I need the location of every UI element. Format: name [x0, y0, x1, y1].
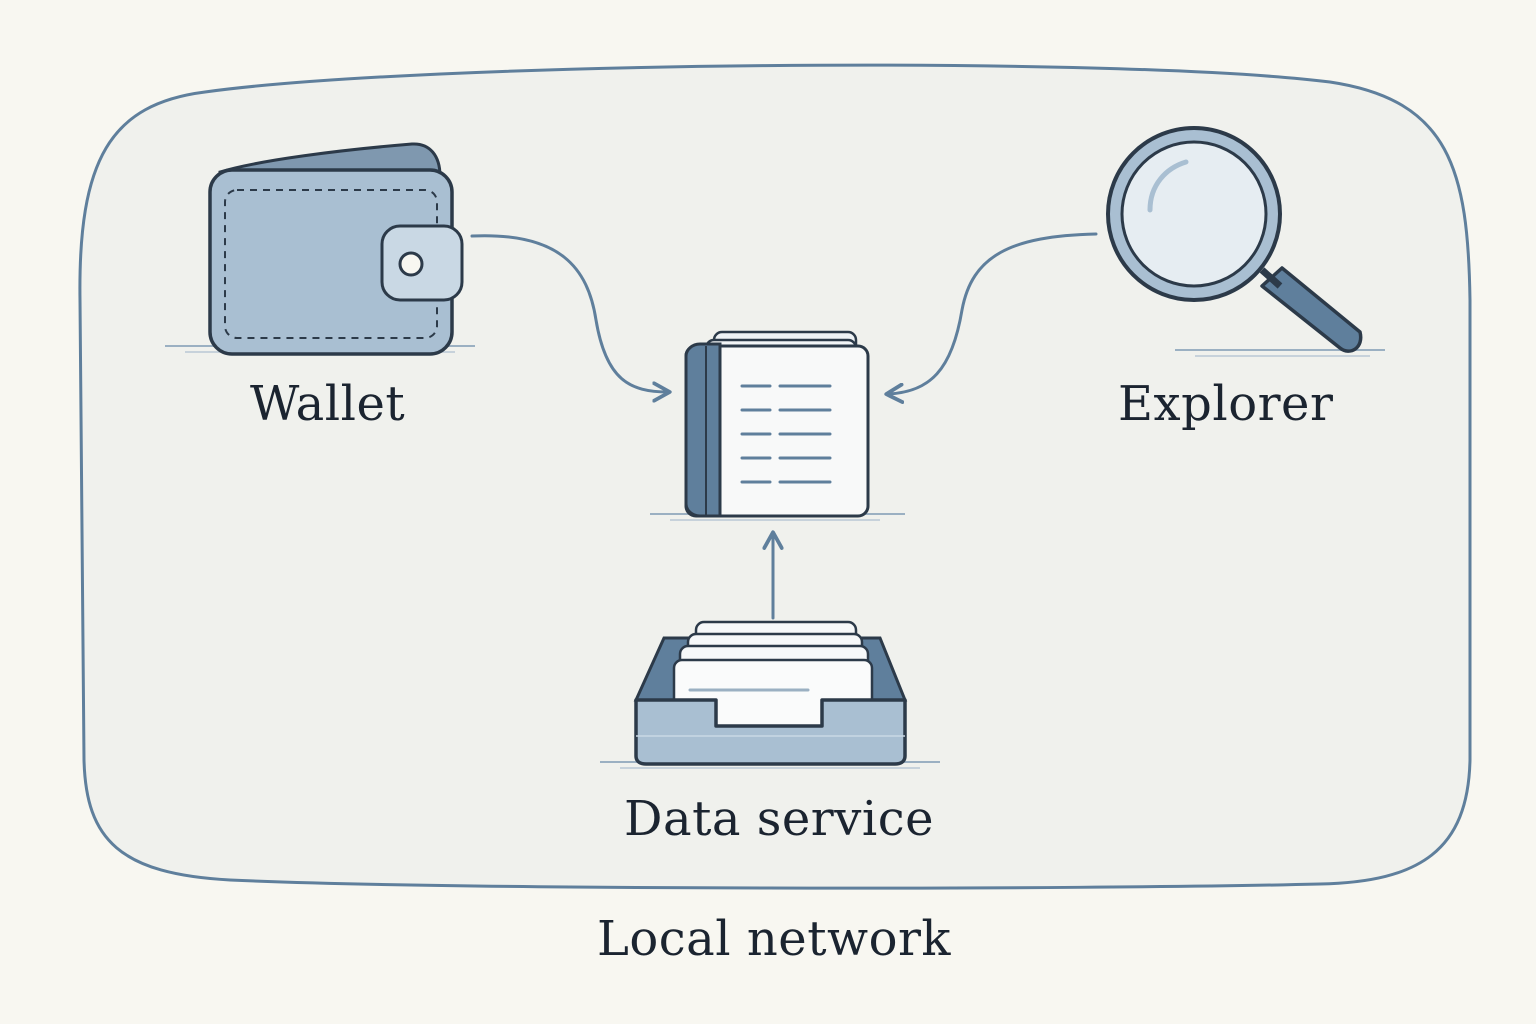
ledger-book-icon — [650, 330, 905, 521]
magnifying-glass-icon — [1106, 126, 1385, 357]
local-network-label: Local network — [597, 911, 952, 967]
data-service-label: Data service — [624, 791, 935, 847]
wallet-label: Wallet — [250, 376, 406, 432]
card-file-tray-icon — [600, 620, 940, 769]
edge-explorer-to-ledger — [888, 232, 1098, 394]
wallet-icon — [165, 142, 475, 356]
explorer-label: Explorer — [1118, 376, 1334, 432]
edge-wallet-to-ledger — [470, 234, 668, 392]
